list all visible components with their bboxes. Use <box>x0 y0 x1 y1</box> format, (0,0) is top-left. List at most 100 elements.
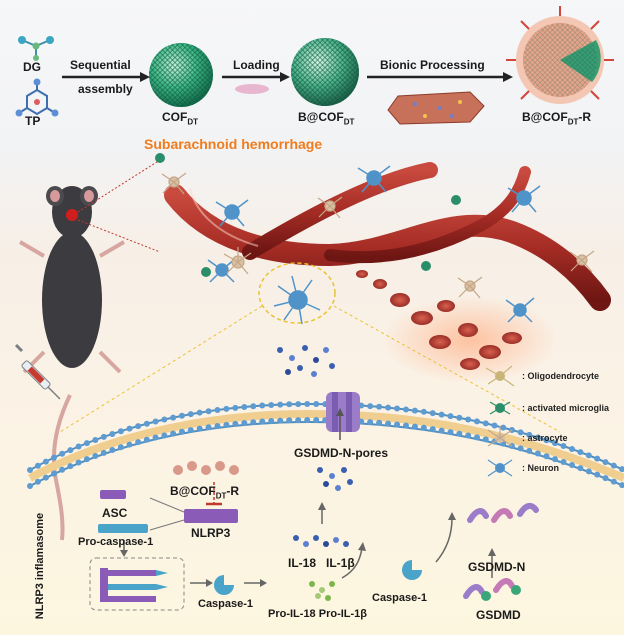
lipid-head <box>420 408 427 415</box>
lipid-head <box>250 403 257 410</box>
lipid-head <box>517 429 524 436</box>
step-loading-label: Loading <box>233 58 280 72</box>
caspase-left-label: Caspase-1 <box>198 598 254 610</box>
lipid-head <box>577 465 584 472</box>
lipid-head <box>214 406 221 413</box>
lipid-head <box>83 440 90 447</box>
procaspase-label: Pro-caspase-1 <box>78 536 154 548</box>
step-sequential-label: Sequential <box>70 58 131 72</box>
dg-molecule-icon <box>18 36 54 61</box>
lipid-head <box>214 422 221 429</box>
astrocyte-icon <box>487 426 513 447</box>
lipid-head <box>551 440 558 447</box>
neuron-icon <box>487 459 513 477</box>
lipid-head <box>109 446 116 453</box>
lipid-head <box>117 444 124 451</box>
lipid-head <box>100 449 107 456</box>
step-bionic-label: Bionic Processing <box>380 58 485 72</box>
lipid-head <box>482 420 489 427</box>
lipid-head <box>27 483 33 489</box>
lipid-head <box>560 459 567 466</box>
lipid-head <box>178 428 185 435</box>
released-cytokines <box>277 345 335 377</box>
lipid-head <box>411 423 418 430</box>
lipid-head <box>232 420 239 427</box>
lipid-head <box>259 402 266 409</box>
lipid-head <box>42 474 49 481</box>
lipid-head <box>367 419 374 426</box>
red-blood-cells <box>356 270 522 370</box>
lipid-head <box>304 401 311 408</box>
lipid-head <box>117 428 124 435</box>
lipid-head <box>83 456 90 463</box>
lipid-head <box>286 401 293 408</box>
membrane-protein-spikes <box>506 6 614 100</box>
lipid-head <box>34 478 41 485</box>
lipid-head <box>385 404 392 411</box>
lipid-head <box>517 445 524 452</box>
lipid-head <box>394 421 401 428</box>
lipid-head <box>465 432 472 439</box>
asc-label: ASC <box>102 506 128 520</box>
lipid-head <box>447 429 454 436</box>
il-cytokines-icon <box>293 535 349 547</box>
lipid-head <box>568 462 575 469</box>
lipid-head <box>205 408 212 415</box>
lipid-head <box>196 425 203 432</box>
legend-microglia: : activated microglia <box>522 403 610 413</box>
lipid-head <box>196 409 203 416</box>
lipid-head <box>143 420 150 427</box>
lipid-head <box>610 478 617 485</box>
membrane-patch-icon <box>387 91 485 125</box>
legend-astrocyte: : astrocyte <box>522 433 568 443</box>
lipid-head <box>277 417 284 424</box>
inflammasome-complex-icon <box>100 568 168 602</box>
lipid-head <box>577 449 584 456</box>
lipid-head <box>465 416 472 423</box>
lipid-head <box>420 424 427 431</box>
lipid-head <box>543 453 550 460</box>
lipid-head <box>456 430 463 437</box>
step-assembly-label: assembly <box>78 82 133 96</box>
gsdmd-proteins-icon <box>463 578 521 601</box>
asc-protein-icon <box>100 490 126 499</box>
lipid-head <box>568 446 575 453</box>
lipid-head <box>602 459 609 466</box>
lipid-head <box>411 407 418 414</box>
lipid-head <box>295 401 302 408</box>
lipid-head <box>250 419 257 426</box>
lipid-head <box>619 466 624 473</box>
lipid-head <box>170 430 177 437</box>
il1b-label: IL-1β <box>326 556 355 570</box>
lipid-head <box>232 404 239 411</box>
lipid-head <box>170 414 177 421</box>
lipid-head <box>161 416 168 423</box>
pro-il-label: Pro-IL-18 Pro-IL-1β <box>268 608 367 620</box>
lipid-head <box>473 434 480 441</box>
astrocyte-cells <box>161 172 595 299</box>
lipid-head <box>268 418 275 425</box>
lipid-head <box>286 417 293 424</box>
lipid-head <box>126 425 133 432</box>
caspase-right-icon <box>402 560 422 580</box>
microglia-icon <box>489 401 511 415</box>
lipid-head <box>551 456 558 463</box>
dg-label: DG <box>23 60 41 74</box>
lipid-head <box>27 467 33 473</box>
tp-label: TP <box>25 114 41 128</box>
lipid-head <box>482 436 489 443</box>
lipid-head <box>438 411 445 418</box>
lipid-head <box>75 459 82 466</box>
lipid-head <box>429 410 436 417</box>
legend-neuron: : Neuron <box>522 463 559 473</box>
lipid-head <box>59 466 66 473</box>
lipid-head <box>135 423 142 430</box>
tp-molecule-icon <box>15 78 59 117</box>
lipid-head <box>526 431 533 438</box>
sah-title: Subarachnoid hemorrhage <box>144 136 323 152</box>
lipid-head <box>610 462 617 469</box>
lipid-head <box>543 437 550 444</box>
pro-il-icon <box>309 581 335 601</box>
lipid-head <box>456 414 463 421</box>
